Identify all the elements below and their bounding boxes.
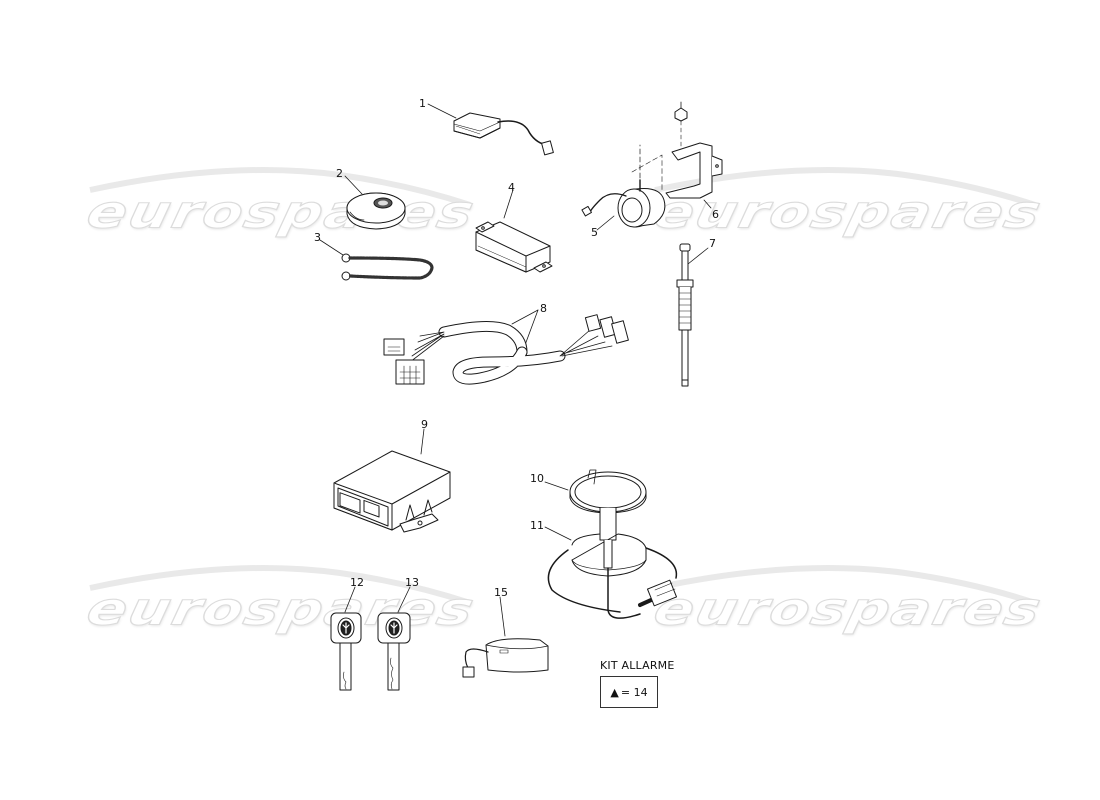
part-6-bracket[interactable] <box>665 101 723 209</box>
part-15-sensor-module[interactable] <box>462 596 549 678</box>
callout-part-5: 5 <box>591 226 598 239</box>
watermark-swoosh-top-left <box>89 167 471 208</box>
triangle-icon: ▲ <box>610 685 619 699</box>
part-13-key[interactable] <box>377 586 411 691</box>
watermark-swoosh-bottom-left <box>89 565 471 606</box>
part-3-chain[interactable] <box>319 239 434 281</box>
callout-part-4: 4 <box>508 181 515 194</box>
part-10-antenna-ring[interactable] <box>544 469 647 541</box>
callout-part-15: 15 <box>494 586 508 599</box>
callout-part-2: 2 <box>336 167 343 180</box>
callout-part-7: 7 <box>709 237 716 250</box>
part-8-wiring-harness[interactable] <box>383 309 629 385</box>
kit-box: ▲ = 14 <box>600 676 658 708</box>
kit-legend: KIT ALLARME ▲ = 14 <box>600 659 675 708</box>
kit-title: KIT ALLARME <box>600 659 675 672</box>
callout-part-8: 8 <box>540 302 547 315</box>
part-4-control-module[interactable] <box>475 189 553 273</box>
part-7-bonnet-switch[interactable] <box>676 243 709 387</box>
kit-value: = 14 <box>620 685 648 699</box>
part-11-antenna-holder[interactable] <box>544 526 678 619</box>
callout-part-9: 9 <box>421 418 428 431</box>
part-2-remote-fob[interactable] <box>344 175 406 230</box>
callout-part-10: 10 <box>530 472 544 485</box>
part-5-siren[interactable] <box>581 144 666 231</box>
callout-part-11: 11 <box>530 519 544 532</box>
part-1-sensor-module[interactable] <box>427 103 554 156</box>
callout-part-3: 3 <box>314 231 321 244</box>
callout-part-1: 1 <box>419 97 426 110</box>
watermark-swoosh-bottom-right <box>654 565 1036 606</box>
part-12-key[interactable] <box>330 586 362 691</box>
watermark-swoosh-top-right <box>654 167 1036 208</box>
part-9-control-unit[interactable] <box>333 428 451 533</box>
callout-part-6: 6 <box>712 208 719 221</box>
callout-part-12: 12 <box>350 576 364 589</box>
callout-part-13: 13 <box>405 576 419 589</box>
